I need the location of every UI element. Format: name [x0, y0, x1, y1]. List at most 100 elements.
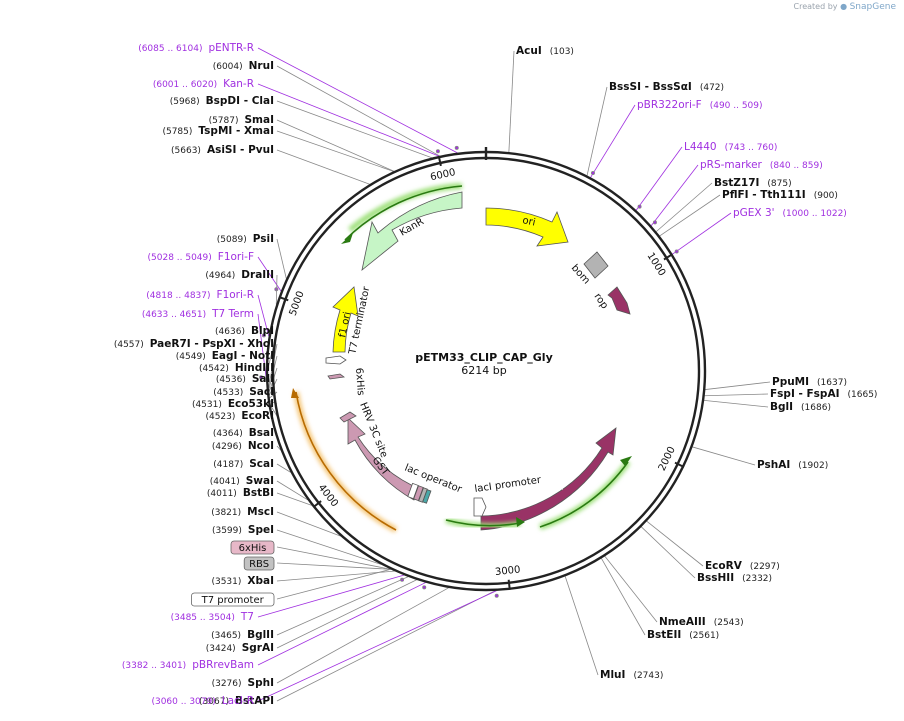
primer-label: (5028 .. 5049) F1ori-F — [148, 251, 255, 263]
site-name: AcuI — [516, 45, 542, 57]
connector-line — [659, 194, 721, 237]
connector-line — [276, 562, 391, 570]
site-position: (4041) — [210, 477, 240, 487]
tick-label: 5000 — [288, 290, 307, 318]
connector-line — [276, 529, 382, 565]
connector-line — [672, 212, 732, 255]
site-label: NmeAIII(2543) — [659, 616, 744, 628]
site-position: (4542) — [199, 364, 229, 374]
site-label: (3276)SphI — [212, 677, 274, 689]
site-name: BstBI — [243, 487, 274, 499]
site-position: (1686) — [801, 403, 831, 413]
site-label: MluI(2743) — [600, 669, 663, 681]
primer-label: (3485 .. 3504)T7 — [171, 611, 254, 623]
feature-box-label: 6xHis — [239, 543, 267, 554]
site-name: NcoI — [248, 440, 274, 452]
connector-line — [276, 570, 395, 582]
kanr-arrow — [361, 191, 463, 272]
site-label: (4531)Eco53kI — [192, 398, 274, 410]
site-name: FspI - FspAI — [770, 388, 840, 400]
connector-line — [276, 65, 440, 157]
primer-name: F1ori-F — [218, 251, 254, 263]
site-name: EcoRI — [241, 410, 274, 422]
site-position: (2543) — [714, 618, 744, 628]
backbone — [265, 147, 707, 592]
site-label: BssSI - BssSαI(472) — [609, 81, 724, 93]
plasmid-name: pETM33_CLIP_CAP_Gly — [415, 351, 553, 364]
site-label: (4296)NcoI — [212, 440, 274, 452]
laci-line — [539, 461, 629, 528]
rop-label: rop — [592, 291, 610, 311]
site-name: NruI — [249, 60, 274, 72]
primer-label: (4633 .. 4651)T7 Term — [142, 308, 254, 320]
primer-position: (5028 .. 5049) — [148, 253, 212, 263]
site-position: (4557) — [114, 340, 144, 350]
connector-line — [257, 574, 405, 618]
site-label: (3067) BstAPI — [199, 695, 274, 707]
site-name: AsiSI - PvuI — [207, 144, 274, 156]
primer-marker — [435, 149, 440, 154]
primer-label: pBR322ori-F(490 .. 509) — [637, 99, 763, 111]
primer-position: (1000 .. 1022) — [783, 209, 847, 219]
tick-mark — [437, 155, 442, 167]
site-name: PshAI — [757, 459, 790, 471]
site-position: (3531) — [211, 577, 241, 587]
primer-name: pBR322ori-F — [637, 99, 702, 111]
primer-marker — [422, 585, 427, 590]
connector-line — [601, 558, 646, 636]
primer-name: L4440 — [684, 141, 717, 153]
site-label: EcoRV(2297) — [705, 560, 780, 572]
site-position: (3599) — [212, 526, 242, 536]
site-position: (2561) — [689, 631, 719, 641]
connector-line — [257, 294, 270, 337]
site-name: BstAPI — [235, 695, 274, 707]
site-name: BssHII — [697, 572, 734, 584]
site-label: (4964)DraIII — [205, 269, 274, 281]
primer-label: (4818 .. 4837)F1ori-R — [146, 289, 254, 301]
connector-line — [276, 130, 394, 172]
tick-label: 6000 — [429, 167, 456, 183]
primer-position: (6085 .. 6104) — [138, 44, 202, 54]
primer-position: (3060 .. 3079) — [151, 697, 215, 707]
connector-line — [276, 492, 312, 506]
site-position: (2332) — [742, 574, 772, 584]
primer-marker — [637, 204, 642, 209]
connector-line — [586, 86, 608, 176]
primer-position: (743 .. 760) — [725, 143, 778, 153]
site-name: XbaI — [247, 575, 274, 587]
primer-name: pENTR-R — [208, 42, 254, 54]
connector-line — [276, 511, 341, 537]
site-position: (3067) — [199, 697, 229, 707]
site-label: BstZ17I(875) — [714, 177, 792, 189]
site-name: SalI — [252, 373, 274, 385]
site-label: (4549)EagI - NotI — [176, 350, 274, 362]
site-label: (3465)BglII — [211, 629, 274, 641]
primer-name: Kan-R — [223, 78, 254, 90]
ori-label: ori — [521, 215, 536, 228]
kanr-line-arrowhead — [341, 233, 353, 244]
connector-line — [276, 579, 417, 649]
primer-position: (840 .. 859) — [770, 161, 823, 171]
site-position: (4549) — [176, 352, 206, 362]
site-position: (472) — [700, 83, 724, 93]
site-label: (5663)AsiSI - PvuI — [171, 144, 274, 156]
site-label: PflFI - Tth111I(900) — [722, 189, 838, 201]
feature-box — [230, 540, 275, 555]
connector-line — [604, 555, 658, 623]
site-name: SpeI — [248, 524, 274, 536]
site-name: BstEII — [647, 629, 681, 641]
site-name: SwaI — [246, 475, 274, 487]
site-label: (5968)BspDI - ClaI — [170, 95, 274, 107]
site-label: PpuMI(1637) — [772, 376, 847, 388]
site-position: (2743) — [633, 671, 663, 681]
f1-ori-label: f1 ori — [337, 311, 353, 339]
primer-label: (3060 .. 3079)LacI-R — [151, 695, 254, 707]
site-name: Eco53kI — [228, 398, 274, 410]
6xhis-small-box — [327, 373, 346, 380]
primer-position: (6001 .. 6020) — [153, 80, 217, 90]
site-name: BglII — [247, 629, 274, 641]
primer-marker — [674, 249, 679, 254]
site-label: (3599) SpeI — [212, 524, 274, 536]
connector-line — [655, 182, 713, 232]
site-name: SacI — [249, 386, 274, 398]
